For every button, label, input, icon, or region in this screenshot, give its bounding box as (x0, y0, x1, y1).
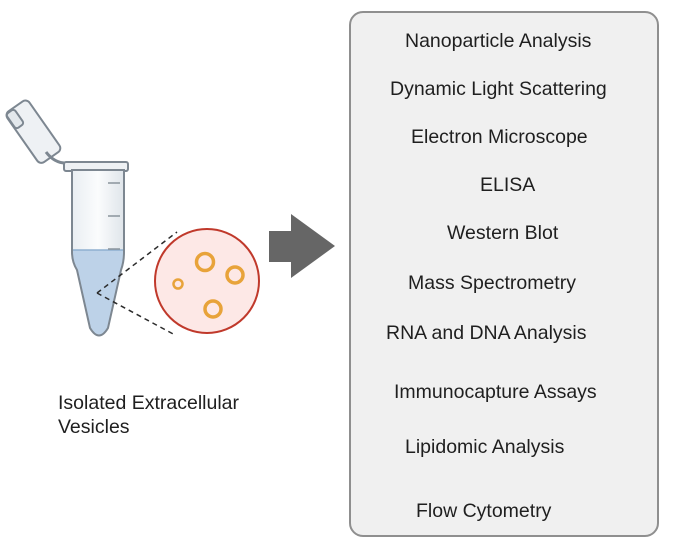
vesicle-magnification (154, 228, 260, 334)
method-nanoparticle-analysis: Nanoparticle Analysis (405, 30, 592, 52)
graduation-marks (108, 182, 120, 250)
zoom-lines (96, 231, 178, 336)
analysis-methods-box: Nanoparticle Analysis Dynamic Light Scat… (349, 11, 659, 537)
vesicles (172, 251, 245, 319)
right-arrow-icon (269, 214, 335, 278)
method-flow-cytometry: Flow Cytometry (416, 500, 552, 522)
microcentrifuge-tube (5, 99, 129, 337)
method-western-blot: Western Blot (447, 222, 559, 244)
method-mass-spectrometry: Mass Spectrometry (408, 272, 576, 294)
method-immunocapture-assays: Immunocapture Assays (394, 381, 597, 403)
source-label-line: Isolated Extracellular (58, 392, 240, 414)
method-lipidomic-analysis: Lipidomic Analysis (405, 436, 565, 458)
vesicle (172, 278, 184, 290)
tube-lid (5, 99, 62, 164)
vesicle (203, 299, 223, 319)
method-dynamic-light-scattering: Dynamic Light Scattering (390, 78, 607, 100)
source-label: Isolated Extracellular Vesicles (58, 391, 298, 439)
vesicle (225, 265, 245, 285)
vesicle (194, 251, 216, 273)
method-electron-microscope: Electron Microscope (411, 126, 588, 148)
method-rna-dna-analysis: RNA and DNA Analysis (386, 322, 587, 344)
method-elisa: ELISA (480, 174, 536, 196)
source-label-line: Vesicles (58, 416, 130, 438)
